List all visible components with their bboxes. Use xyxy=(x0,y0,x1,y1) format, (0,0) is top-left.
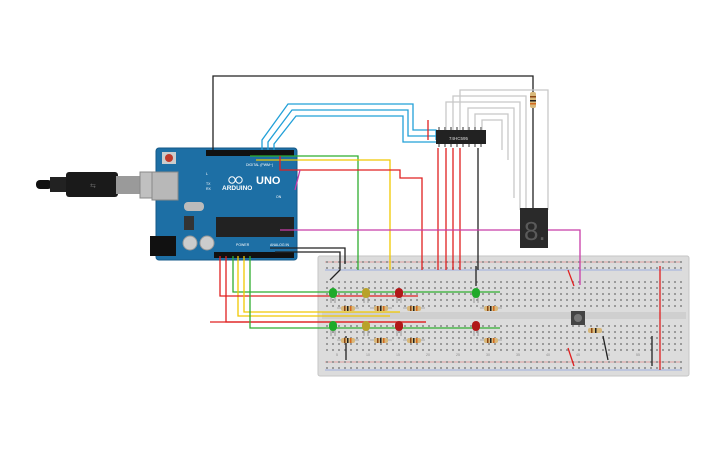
wire-red-bb-2 xyxy=(567,347,575,367)
wire-yellow-3 xyxy=(243,256,400,313)
wire-magenta-2 xyxy=(294,169,301,191)
wire-gray-1 xyxy=(445,101,521,210)
model-label: UNO xyxy=(256,175,281,187)
wire-green-3 xyxy=(249,256,500,329)
column-number: 30 xyxy=(486,353,490,357)
shift-register-label: 74HC595 xyxy=(449,136,469,141)
column-number: 10 xyxy=(366,353,370,357)
led-red-top[interactable] xyxy=(395,288,403,303)
column-number: 45 xyxy=(576,353,580,357)
resistor-top-2[interactable] xyxy=(370,306,392,311)
led-yellow-bottom[interactable] xyxy=(362,321,370,336)
column-number: 15 xyxy=(396,353,400,357)
wire-red-bb-1 xyxy=(567,269,575,287)
resistor-group xyxy=(337,306,502,343)
wire-gray-3 xyxy=(459,89,549,210)
l-label: L xyxy=(206,172,208,176)
on-label: ON xyxy=(276,195,282,199)
wire-yellow-2 xyxy=(237,256,390,317)
wire-magenta-1 xyxy=(280,229,581,285)
column-number: 20 xyxy=(426,353,430,357)
wire-gray-4 xyxy=(467,107,515,198)
wire-cyan-3 xyxy=(273,115,440,150)
wire-red-1 xyxy=(279,156,423,270)
button-resistor xyxy=(588,328,602,333)
wire-black-2 xyxy=(275,251,341,281)
led-yellow-top[interactable] xyxy=(362,288,370,303)
led-group xyxy=(329,288,480,336)
wire-cyan-2 xyxy=(267,109,440,150)
analog-label: ANALOG IN xyxy=(270,243,290,247)
led-red-bottom[interactable] xyxy=(395,321,403,336)
led-green-top[interactable] xyxy=(472,288,480,303)
brand-label: ARDUINO xyxy=(222,185,252,192)
resistor-top-3[interactable] xyxy=(403,306,425,311)
shift-register-74hc595[interactable]: 74HC595 xyxy=(436,127,486,147)
infinity-logo xyxy=(228,176,236,184)
wire-yellow-1 xyxy=(256,159,391,270)
power-label: POWER xyxy=(236,243,250,247)
led-red-bottom[interactable] xyxy=(472,321,480,336)
column-number: 40 xyxy=(546,353,550,357)
wire-gray-2 xyxy=(452,95,527,210)
wire-green-1 xyxy=(250,155,359,270)
arduino-uno-board[interactable]: ARDUINO UNO DIGITAL (PWM~) ANALOG IN POW… xyxy=(150,147,298,261)
breadboard-column-numbers: 5 10 15 20 25 30 35 40 45 50 55 xyxy=(336,353,640,357)
seven-segment-display[interactable]: 8. xyxy=(520,208,548,248)
wire-black-bb-2 xyxy=(602,335,609,361)
resistor-bottom-1[interactable] xyxy=(337,338,359,343)
usb-cable[interactable]: ⇆ xyxy=(36,171,163,199)
resistor-bottom-4[interactable] xyxy=(480,338,502,343)
power-jack xyxy=(150,236,176,256)
rx-label: RX xyxy=(206,187,212,191)
led-green-bottom[interactable] xyxy=(329,321,337,336)
wires xyxy=(210,75,661,370)
svg-text:⇆: ⇆ xyxy=(90,183,96,190)
display-resistor[interactable] xyxy=(530,92,536,108)
column-number: 55 xyxy=(636,353,640,357)
column-number: 25 xyxy=(456,353,460,357)
wire-red-2 xyxy=(219,256,418,297)
resistor-top-4[interactable] xyxy=(480,306,502,311)
wire-black-top xyxy=(212,75,534,210)
push-button[interactable] xyxy=(571,311,585,325)
column-number: 50 xyxy=(606,353,610,357)
led-green-top[interactable] xyxy=(329,288,337,303)
seven-segment-digit: 8. xyxy=(524,216,546,246)
wire-gray-5 xyxy=(474,113,509,160)
wire-green-2 xyxy=(232,256,500,293)
digital-label: DIGITAL (PWM~) xyxy=(246,163,273,167)
tx-label: TX xyxy=(206,182,211,186)
resistor-bottom-2[interactable] xyxy=(370,338,392,343)
column-number: 35 xyxy=(516,353,520,357)
atmega-chip xyxy=(216,217,294,237)
resistor-bottom-3[interactable] xyxy=(403,338,425,343)
power-header[interactable] xyxy=(214,252,294,258)
column-number: 5 xyxy=(336,353,338,357)
wire-black-1 xyxy=(270,247,346,264)
resistor-top-1[interactable] xyxy=(337,306,359,311)
digital-header[interactable] xyxy=(206,150,294,156)
